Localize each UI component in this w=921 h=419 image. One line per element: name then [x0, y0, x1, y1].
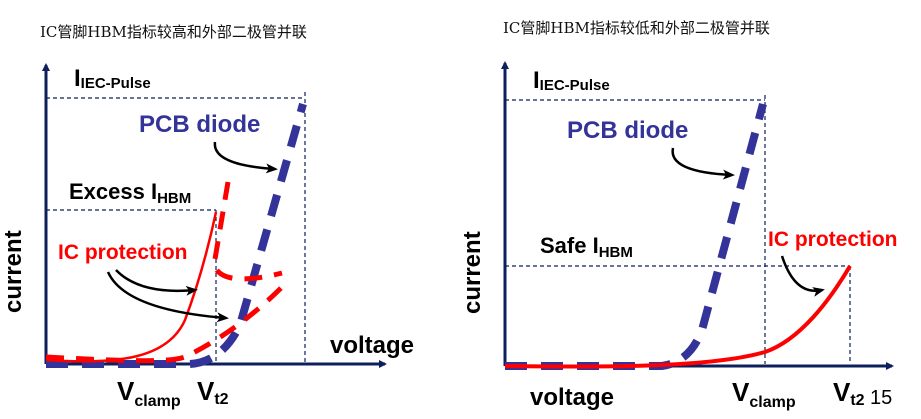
page-number: 15 [870, 387, 892, 409]
left-title: IC管脚HBM指标较高和外部二极管并联 [40, 23, 307, 41]
ic-protection-curve [504, 264, 852, 369]
i-iec-label: IIEC-Pulse [74, 65, 151, 92]
ic-protection-snapback-curve [211, 181, 283, 282]
safe-hbm-label: Safe IHBM [540, 233, 633, 261]
ic-protection-label: IC protection [768, 228, 898, 251]
vclamp-label: Vclamp [732, 377, 796, 411]
vclamp-label: Vclamp [117, 376, 181, 410]
pcb-arrow [213, 141, 278, 174]
x-axis-label: voltage [330, 332, 414, 359]
ic-arrow-1 [115, 269, 198, 296]
vt2-label: Vt2 [833, 377, 865, 409]
excess-hbm-label: Excess IHBM [69, 179, 191, 207]
i-iec-label: IIEC-Pulse [533, 67, 610, 94]
ic-arrow-2 [106, 271, 229, 323]
pcb-arrow [671, 147, 735, 180]
y-axis-label: current [0, 230, 27, 313]
pcb-diode-label: PCB diode [567, 117, 688, 144]
right-title: IC管脚HBM指标较低和外部二极管并联 [503, 19, 770, 37]
vt2-label: Vt2 [197, 376, 229, 408]
ic-arrow [780, 255, 825, 297]
ic-protection-curve [45, 211, 218, 363]
ic-protection-dashed-curve [45, 281, 288, 364]
pcb-diode-label: PCB diode [139, 111, 260, 138]
ic-protection-label: IC protection [58, 241, 188, 264]
pcb-diode-curve [46, 102, 307, 368]
x-axis-label: voltage [530, 384, 614, 411]
left-panel: IC管脚HBM指标较高和外部二极管并联 IIEC-Pulse PCB diode… [0, 23, 414, 410]
y-axis-label: current [459, 231, 486, 314]
right-panel: IC管脚HBM指标较低和外部二极管并联 IIEC-Pulse PCB diode… [459, 19, 898, 411]
